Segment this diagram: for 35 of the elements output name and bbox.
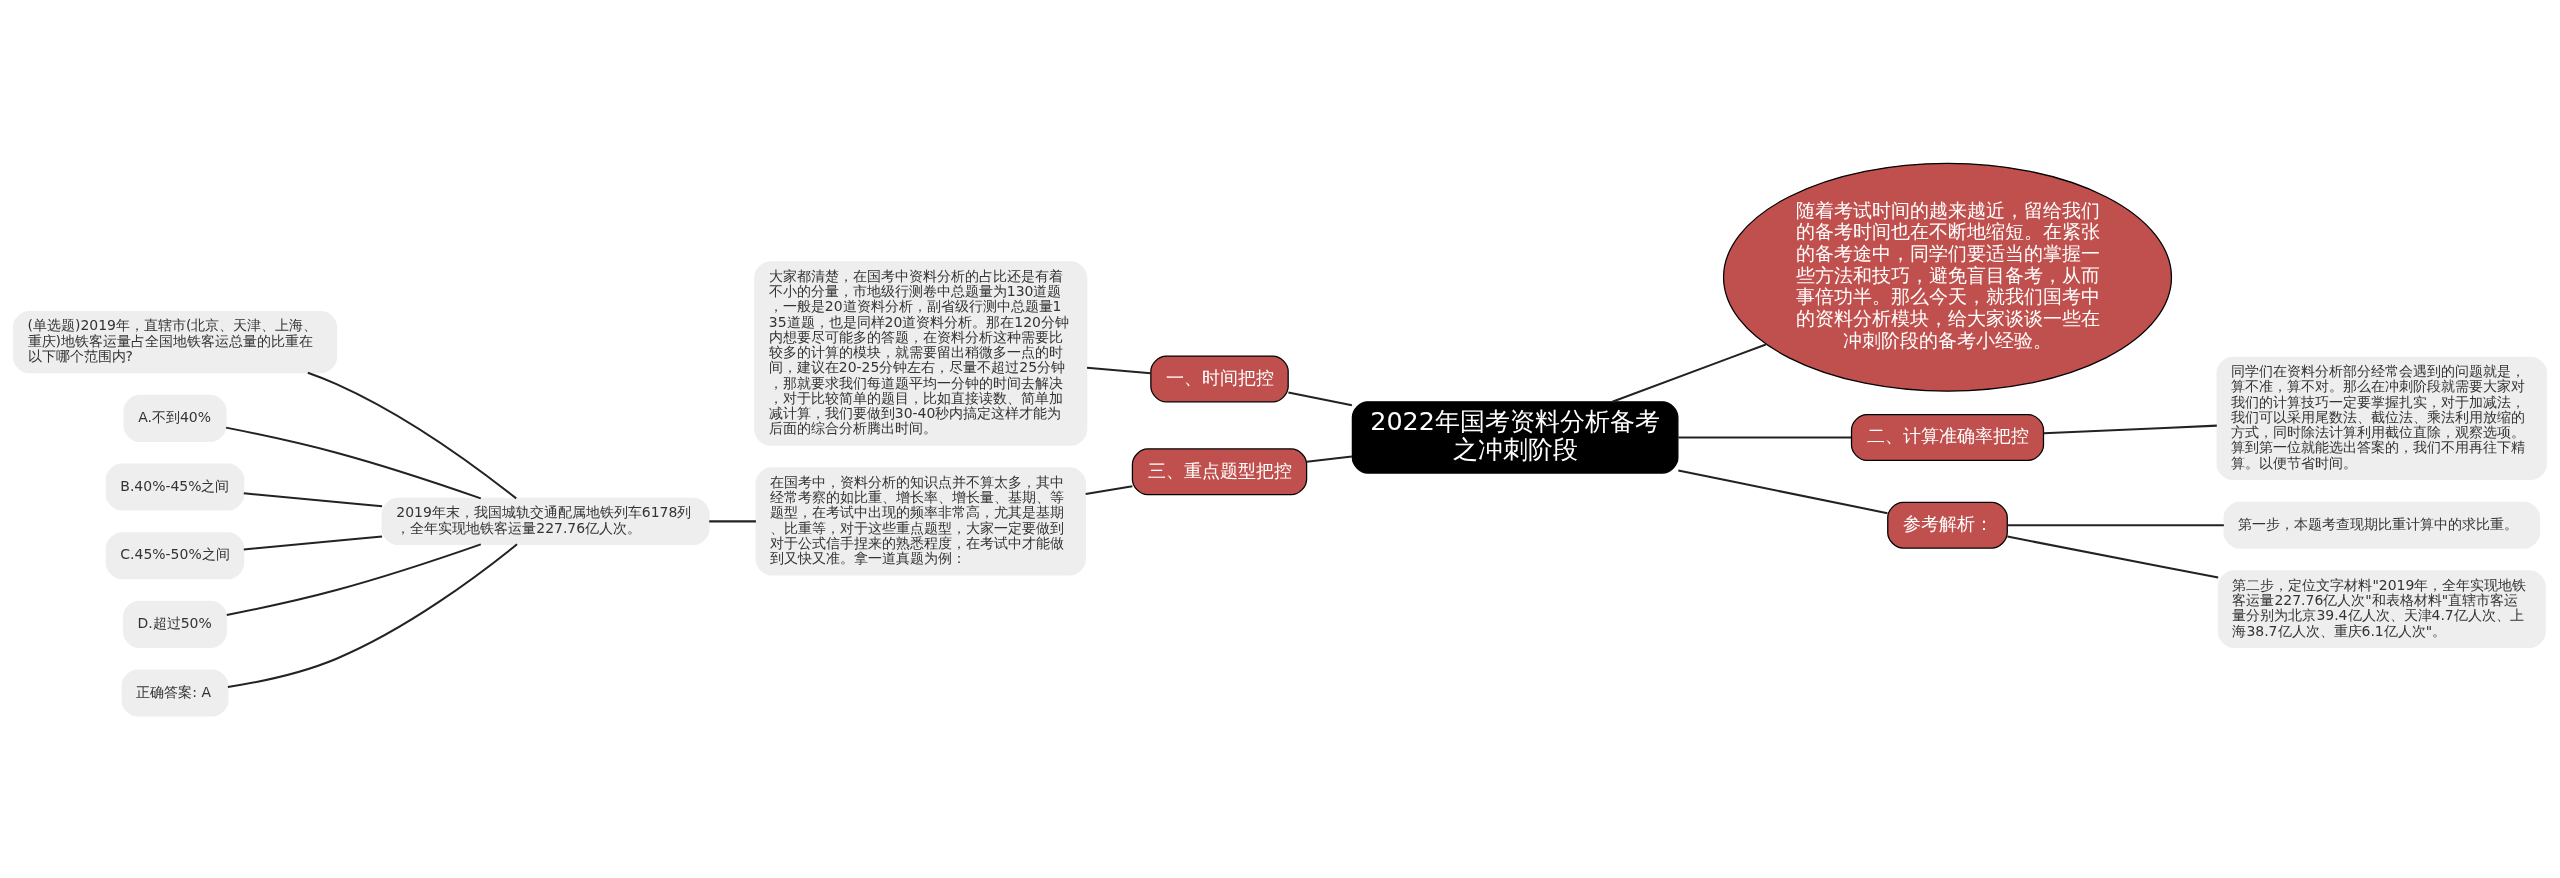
- node-box: 正确答案: A: [121, 669, 229, 717]
- node-box: 三、重点题型把控: [1131, 447, 1308, 495]
- node-box: C.45%-50%之间: [105, 531, 245, 579]
- node-ellipse: 随着考试时间的越来越近，留给我们的备考时间也在不断地缩短。在紧张的备考途中，同学们要适当的掌握一些方法和技巧，避免盲目备考，从而事倍功半。那么今天，就我们国考中的资料分析模块，给大家谈谈一些在冲刺阶段的备考小经验。: [1722, 162, 2173, 392]
- connector: [1678, 435, 1852, 438]
- node-box: 第二步，定位文字材料"2019年，全年实现地铁客运量227.76亿人次"和表格材料"直辖市客运量分别为北京39.4亿人次、天津4.7亿人次、上海38.7亿人次、重庆6.1亿人次"。: [2217, 569, 2546, 648]
- connector: [1288, 390, 1353, 406]
- node-box: A.不到40%: [123, 394, 227, 442]
- node-box: 二、计算准确率把控: [1850, 413, 2045, 461]
- connector: [307, 371, 517, 499]
- node-box: 第一步，本题考查现期比重计算中的求比重。: [2223, 501, 2541, 549]
- node-box: (单选题)2019年，直辖市(北京、天津、上海、重庆)地铁客运量占全国地铁客运总量的比重在以下哪个范围内?: [12, 310, 338, 373]
- connector: [1086, 366, 1151, 374]
- connector: [225, 426, 482, 499]
- node-box: 2022年国考资料分析备考之冲刺阶段: [1351, 400, 1679, 474]
- connector: [2007, 523, 2224, 526]
- node-box: 大家都清楚，在国考中资料分析的占比还是有着不小的分量，市地级行测卷中总题量为130道题，一般是20道资料分析，副省级行测中总题量135道题，也是同样20道资料分析。那在120分钟内想要尽可能多的答题，在资料分析这种需要比较多的计算的模块，就需要留出稍微多一点的时间，建议在20-25分钟左右，尽量不超过25分钟，那就要求我们每道题平均一分钟的时间去解决，对于比较简单的题目，比如直接读数、简单加减计算，我们要做到30-40秒内搞定这样才能为后面的综合分析腾出时间。: [754, 260, 1088, 446]
- node-box: 在国考中，资料分析的知识点并不算太多，其中经常考察的如比重、增长率、增长量、基期、等题型，在考试中出现的频率非常高，尤其是基期、比重等，对于这些重点题型，大家一定要做到对于公式信手捏来的熟悉程度，在考试中才能做到又快又准。拿一道真题为例：: [755, 466, 1086, 575]
- connector: [1611, 343, 1767, 403]
- connector: [1306, 454, 1353, 463]
- connector: [1678, 469, 1888, 514]
- connector: [2043, 424, 2217, 434]
- connector: [709, 519, 756, 522]
- connector: [226, 542, 482, 616]
- connector: [243, 491, 383, 507]
- node-box: B.40%-45%之间: [105, 463, 245, 511]
- node-box: 一、时间把控: [1150, 354, 1289, 402]
- node-box: 同学们在资料分析部分经常会遇到的问题就是，算不准，算不对。那么在冲刺阶段就需要大家对我们的计算技巧一定要掌握扎实，对于加减法，我们可以采用尾数法、截位法、乘法利用放缩的方式，同时除法计算利用截位直除，观察选项。算到第一位就能选出答案的，我们不用再往下精算。以便节省时间。: [2216, 356, 2548, 480]
- connector: [227, 543, 518, 688]
- node-box: 2019年末，我国城轨交通配属地铁列车6178列，全年实现地铁客运量227.76亿人次。: [381, 497, 710, 545]
- connector: [243, 535, 383, 550]
- connector: [1085, 484, 1133, 495]
- node-box: 参考解析：: [1887, 501, 2008, 549]
- node-box: D.超过50%: [122, 600, 228, 648]
- connector: [2007, 535, 2219, 579]
